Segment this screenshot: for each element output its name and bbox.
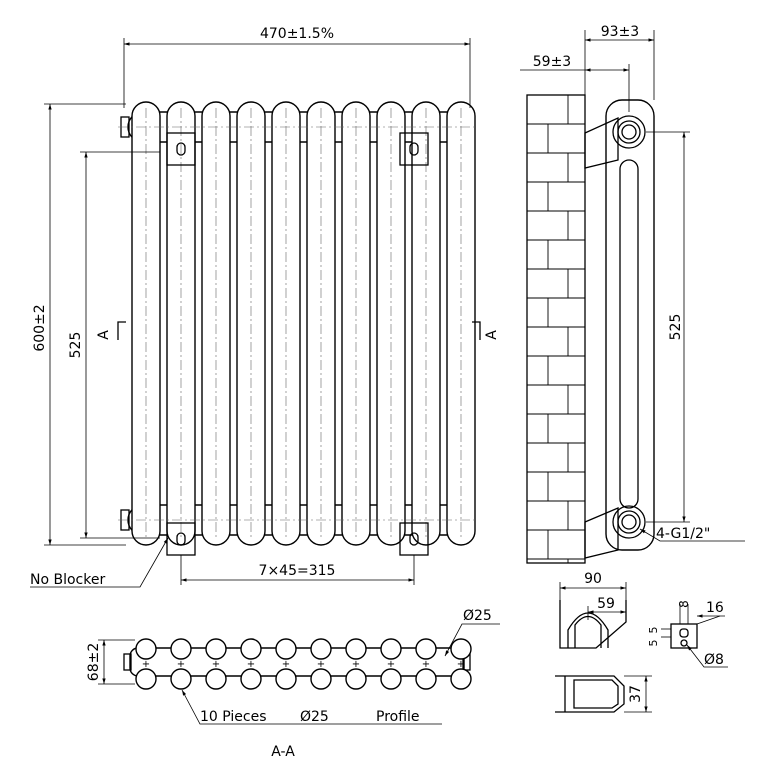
- section-tube: [205, 668, 227, 690]
- bracket-top-right: [399, 132, 429, 166]
- section-centre-mark: +: [317, 659, 325, 670]
- front-view: 470±1.5% 600±2 525 7×45=315 A A No Block…: [30, 26, 500, 588]
- bracket-detail: 90 59 37 8 16 5 5 Ø8: [555, 571, 728, 713]
- tube-diameter-label: Ø25: [463, 608, 492, 624]
- radiator-column: [376, 101, 406, 546]
- wall: [526, 94, 586, 564]
- section-tube: [310, 638, 332, 660]
- section-tube: [240, 638, 262, 660]
- section-centre-mark: +: [422, 659, 430, 670]
- section-tube: [170, 668, 192, 690]
- bracket-inner-dimension: 59: [597, 596, 615, 612]
- section-centre-mark: +: [142, 659, 150, 670]
- section-tube: [345, 668, 367, 690]
- profile-label: Profile: [376, 709, 420, 725]
- section-centre-mark: +: [212, 659, 220, 670]
- slot-height-dimension: 5: [647, 627, 660, 634]
- slot-offset-dimension: 8: [677, 600, 691, 608]
- bracket-top-view-inner: [564, 676, 619, 712]
- section-view: + + + + + + + + + + 68±2 Ø25 10 Pieces Ø25 Profil…: [86, 608, 500, 760]
- side-bracket-bottom: [584, 507, 619, 559]
- section-tube: [275, 668, 297, 690]
- column-slot: [619, 159, 639, 509]
- no-blocker-label: No Blocker: [30, 572, 105, 588]
- radiator-column: [201, 101, 231, 546]
- section-tube: [275, 638, 297, 660]
- radiator-column: [131, 101, 161, 546]
- section-tube: [345, 638, 367, 660]
- slot: [679, 628, 689, 638]
- side-view: 93±3 59±3 525 4-G1/2": [520, 24, 745, 564]
- section-marker-left: A: [96, 321, 126, 340]
- radiator-column: [271, 101, 301, 546]
- brick-pattern: [527, 95, 585, 563]
- bracket-top-left: [166, 132, 196, 166]
- section-tube: [450, 638, 472, 660]
- section-tube: [380, 668, 402, 690]
- radiator-side-body: [605, 99, 655, 551]
- radiator-column: [411, 101, 441, 546]
- height-dimension: 600±2: [32, 304, 48, 351]
- section-tube: [135, 638, 157, 660]
- hole-diameter-label: Ø8: [704, 652, 724, 668]
- side-bracket-top: [584, 116, 619, 169]
- section-centre-mark: +: [387, 659, 395, 670]
- slot-width-dimension: 16: [706, 600, 724, 616]
- section-tube: [135, 668, 157, 690]
- bracket-top-view: [555, 675, 625, 713]
- section-title: A-A: [271, 744, 295, 760]
- radiator-column: [236, 101, 266, 546]
- radiator-columns: [131, 101, 476, 546]
- section-plug-left: [123, 653, 132, 671]
- section-tube: [450, 668, 472, 690]
- radiator-column: [341, 101, 371, 546]
- section-tube: [415, 668, 437, 690]
- depth-dimension: 93±3: [601, 24, 639, 40]
- slot-plate: [670, 623, 698, 649]
- section-centre-mark: +: [282, 659, 290, 670]
- pieces-label: 10 Pieces: [200, 709, 267, 725]
- radiator-column: [446, 101, 476, 546]
- inner-height-dimension: 525: [68, 332, 84, 359]
- bracket-profile-hook: [574, 615, 602, 648]
- top-connection: [612, 115, 646, 149]
- mount-hole: [680, 639, 688, 647]
- section-tube: [380, 638, 402, 660]
- section-centre-mark: +: [247, 659, 255, 670]
- wall-gap-dimension: 59±3: [533, 54, 571, 70]
- bracket-spacing-dimension: 7×45=315: [259, 563, 336, 579]
- bracket-width-dimension: 90: [584, 571, 602, 587]
- section-depth-dimension: 68±2: [86, 643, 102, 681]
- slot-height2-dimension: 5: [647, 640, 660, 647]
- bracket-profile-outline: [559, 600, 627, 649]
- section-centre-mark: +: [457, 659, 465, 670]
- section-tube: [205, 638, 227, 660]
- side-inner-height-dimension: 525: [668, 314, 684, 341]
- connection-label: 4-G1/2": [656, 526, 710, 542]
- pieces-diameter-label: Ø25: [300, 709, 329, 725]
- svg-text:A: A: [96, 330, 112, 340]
- section-centre-mark: +: [352, 659, 360, 670]
- section-tubes: + + + + + + + + + +: [135, 638, 472, 690]
- bracket-height-dimension: 37: [628, 685, 644, 703]
- section-marker-right: A: [472, 321, 500, 340]
- width-dimension: 470±1.5%: [260, 26, 334, 42]
- section-tube: [170, 638, 192, 660]
- svg-text:A: A: [484, 330, 500, 340]
- section-tube: [240, 668, 262, 690]
- radiator-column: [306, 101, 336, 546]
- section-centre-mark: +: [177, 659, 185, 670]
- section-tube: [310, 668, 332, 690]
- section-tube: [415, 638, 437, 660]
